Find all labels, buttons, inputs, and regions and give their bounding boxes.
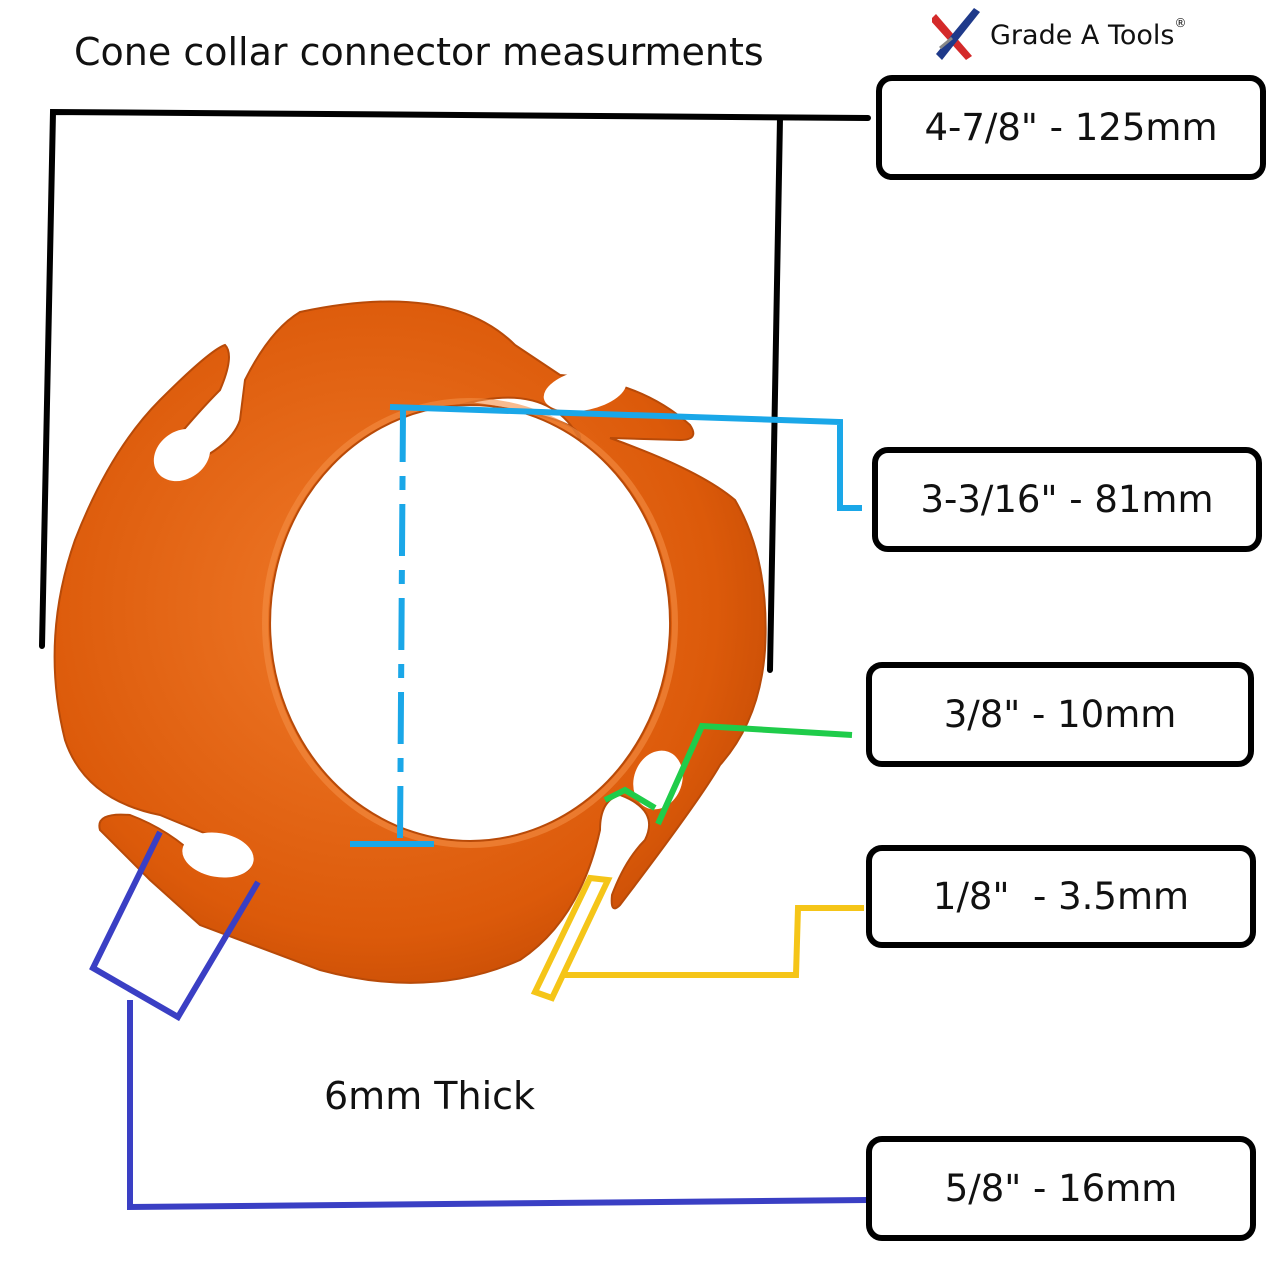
cone-collar-ring <box>53 300 767 984</box>
thickness-note: 6mm Thick <box>324 1074 536 1118</box>
ring-width-indicator <box>89 830 869 1211</box>
brand-name: Grade A Tools® <box>990 16 1187 51</box>
measurement-label-inner-diameter: 3-3/16" - 81mm <box>872 447 1262 552</box>
inner-diameter-indicator <box>350 404 862 847</box>
slot-width-indicator <box>603 722 853 826</box>
measurement-label-gap: 1/8" - 3.5mm <box>866 845 1256 948</box>
brand-logo: Grade A Tools® <box>930 8 1232 68</box>
measurement-label-outer-width: 4-7/8" - 125mm <box>876 75 1266 180</box>
outer-width-indicator <box>39 108 871 673</box>
measurement-label-slot-width: 3/8" - 10mm <box>866 662 1254 767</box>
gap-indicator <box>530 874 864 1002</box>
page-title: Cone collar connector measurments <box>74 30 764 74</box>
measurement-label-ring-width: 5/8" - 16mm <box>866 1136 1256 1241</box>
brand-x-icon <box>930 8 980 60</box>
